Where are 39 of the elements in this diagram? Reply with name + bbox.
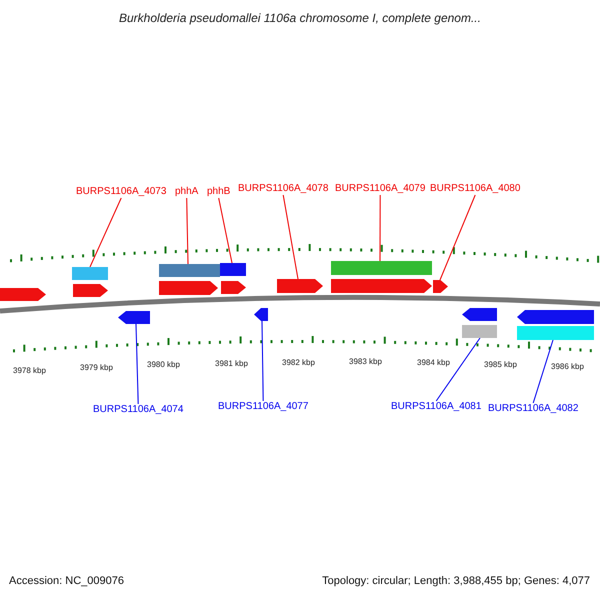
gene-bar (72, 267, 108, 280)
leader-line (440, 194, 476, 280)
gene-label: phhA (175, 186, 198, 198)
gene-label: BURPS1106A_4078 (238, 183, 328, 195)
scale-label: 3982 kbp (282, 358, 315, 367)
leader-line (532, 340, 554, 404)
scale-label: 3983 kbp (349, 357, 382, 366)
footer-text: Accession: NC_009076 (9, 575, 124, 587)
scale-label: 3985 kbp (484, 360, 517, 369)
scale-label: 3980 kbp (147, 360, 180, 369)
leader-line (186, 198, 188, 264)
gene-label: BURPS1106A_4079 (335, 183, 426, 195)
gene-bar (159, 264, 220, 277)
scale-label: 3979 kbp (80, 363, 113, 372)
gene-label: BURPS1106A_4082 (488, 403, 578, 415)
gene-label: BURPS1106A_4074 (93, 404, 184, 416)
leader-line (262, 320, 264, 402)
footer-text: Topology: circular; Length: 3,988,455 bp; Genes: 4,077 (322, 575, 590, 587)
gene-feature (254, 308, 268, 321)
scale-label: 3981 kbp (215, 359, 248, 368)
gene-bar (331, 261, 432, 275)
gene-label: BURPS1106A_4077 (218, 401, 308, 413)
gene-feature (277, 279, 323, 293)
scale-label: 3986 kbp (551, 362, 584, 371)
leader-line (282, 194, 298, 280)
gene-label: BURPS1106A_4080 (430, 183, 520, 195)
gene-label: phhB (207, 186, 230, 198)
gene-bar (517, 326, 594, 340)
title: Burkholderia pseudomallei 1106a chromosome I, complete genom... (118, 11, 482, 25)
gene-bar (462, 325, 497, 338)
gene-bar (220, 263, 246, 276)
gene-label: BURPS1106A_4081 (391, 401, 482, 413)
scale-label: 3978 kbp (13, 366, 46, 375)
gene-feature (118, 311, 150, 324)
gene-feature (433, 280, 448, 293)
scale-label: 3984 kbp (417, 358, 450, 367)
leader-line (136, 324, 139, 404)
leader-line (380, 194, 381, 262)
gene-label: BURPS1106A_4073 (76, 186, 166, 198)
